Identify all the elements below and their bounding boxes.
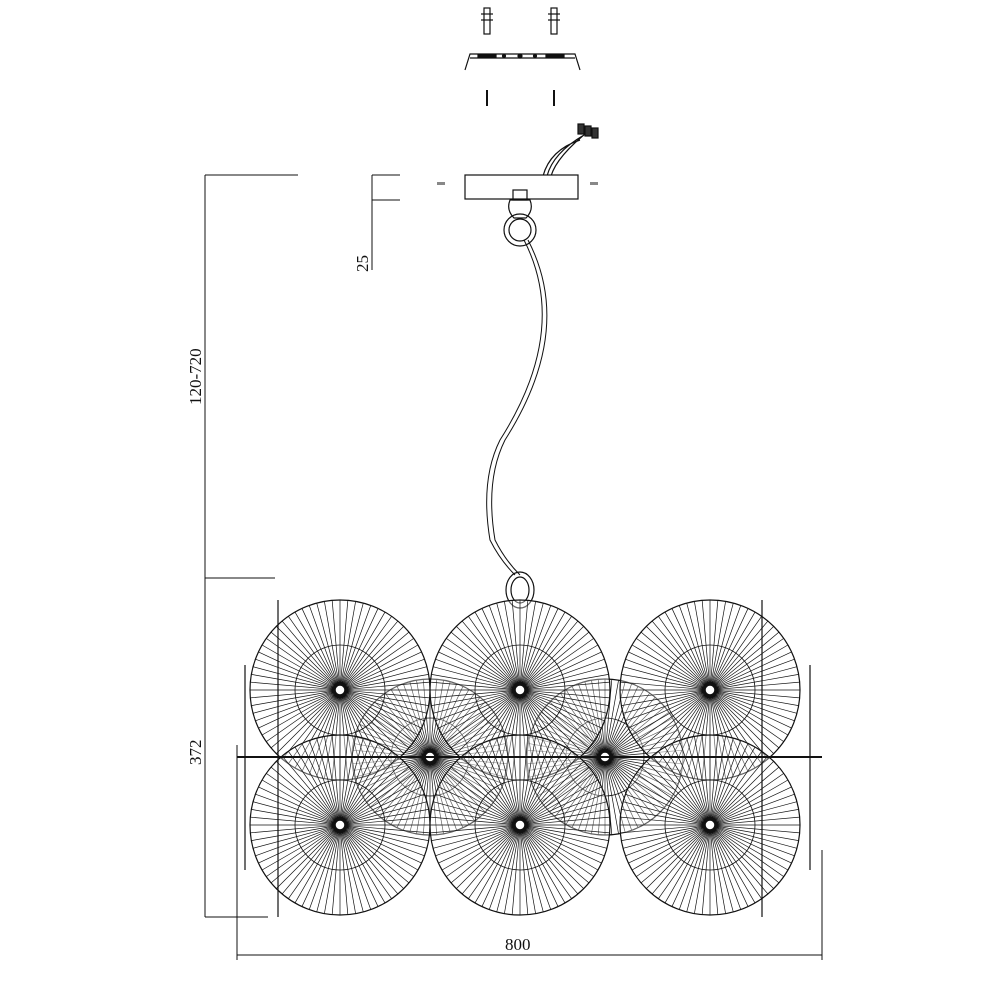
suspension-chain xyxy=(486,189,548,609)
bracket-holes xyxy=(477,53,565,59)
mounting-hardware xyxy=(437,7,599,200)
ceiling-canopy xyxy=(464,174,579,200)
disc-shade xyxy=(429,734,611,916)
wall-anchor-right xyxy=(548,7,560,35)
dimension-body-height: 372 xyxy=(186,740,205,766)
side-rods xyxy=(237,600,822,917)
dimension-lines xyxy=(204,174,823,960)
wire-connectors xyxy=(577,123,599,139)
dimension-total-drop: 120-720 xyxy=(186,348,205,405)
canopy-screw-right xyxy=(590,182,598,185)
disc-shade xyxy=(619,734,801,916)
wall-anchor-left xyxy=(481,7,493,35)
dimension-canopy-height: 25 xyxy=(353,255,372,272)
screws xyxy=(486,90,555,106)
dimension-body-width: 800 xyxy=(505,935,531,954)
disc-shade xyxy=(249,734,431,916)
wires xyxy=(542,129,591,177)
canopy-screw-left xyxy=(437,182,445,185)
disc-shades xyxy=(249,599,801,916)
mounting-bracket xyxy=(464,53,581,71)
